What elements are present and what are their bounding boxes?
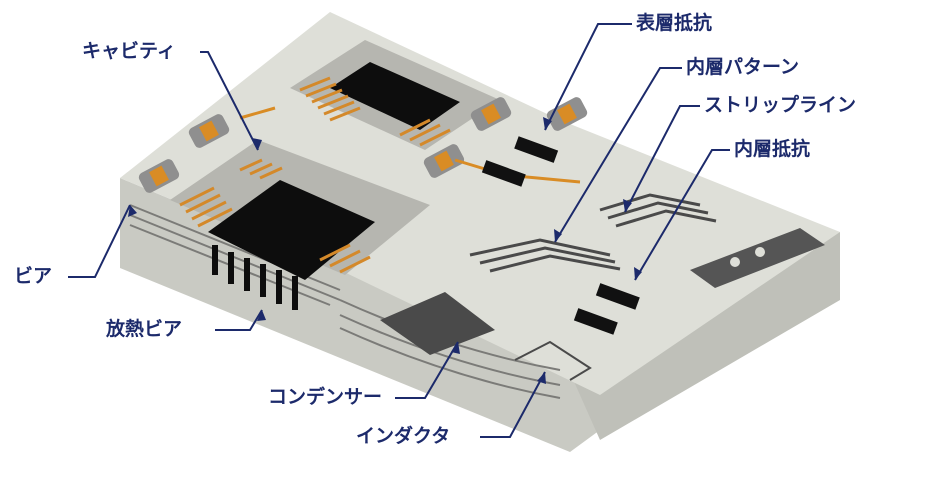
inductor-coil [514,340,592,381]
substrate-top-surface [120,12,840,395]
inner-resistors [573,283,640,335]
label-inductor: インダクタ [356,425,451,447]
label-surface-resistor: 表層抵抗 [636,12,713,34]
inner-pattern-traces [469,193,717,273]
surface-resistors [481,136,559,187]
leader-arrowheads [128,117,642,384]
substrate-front-side [560,232,840,440]
chip-components [138,97,588,193]
main-bond-pads [179,158,371,274]
capacitor-plate [380,292,495,355]
label-cavity: キャビティ [82,40,176,62]
inner-ground-plane [690,228,825,288]
upper-chip [330,62,460,130]
label-inner-resistor: 内層抵抗 [734,138,811,160]
label-stripline: ストリップライン [704,94,857,116]
leader-lines [68,23,730,438]
label-thermal-via: 放熱ビア [106,318,183,340]
label-capacitor: コンデンサー [268,386,383,408]
thermal-via-columns [212,245,298,310]
label-via: ビア [14,265,53,287]
upper-bond-pads [299,76,451,147]
label-inner-pattern: 内層パターン [686,56,800,78]
